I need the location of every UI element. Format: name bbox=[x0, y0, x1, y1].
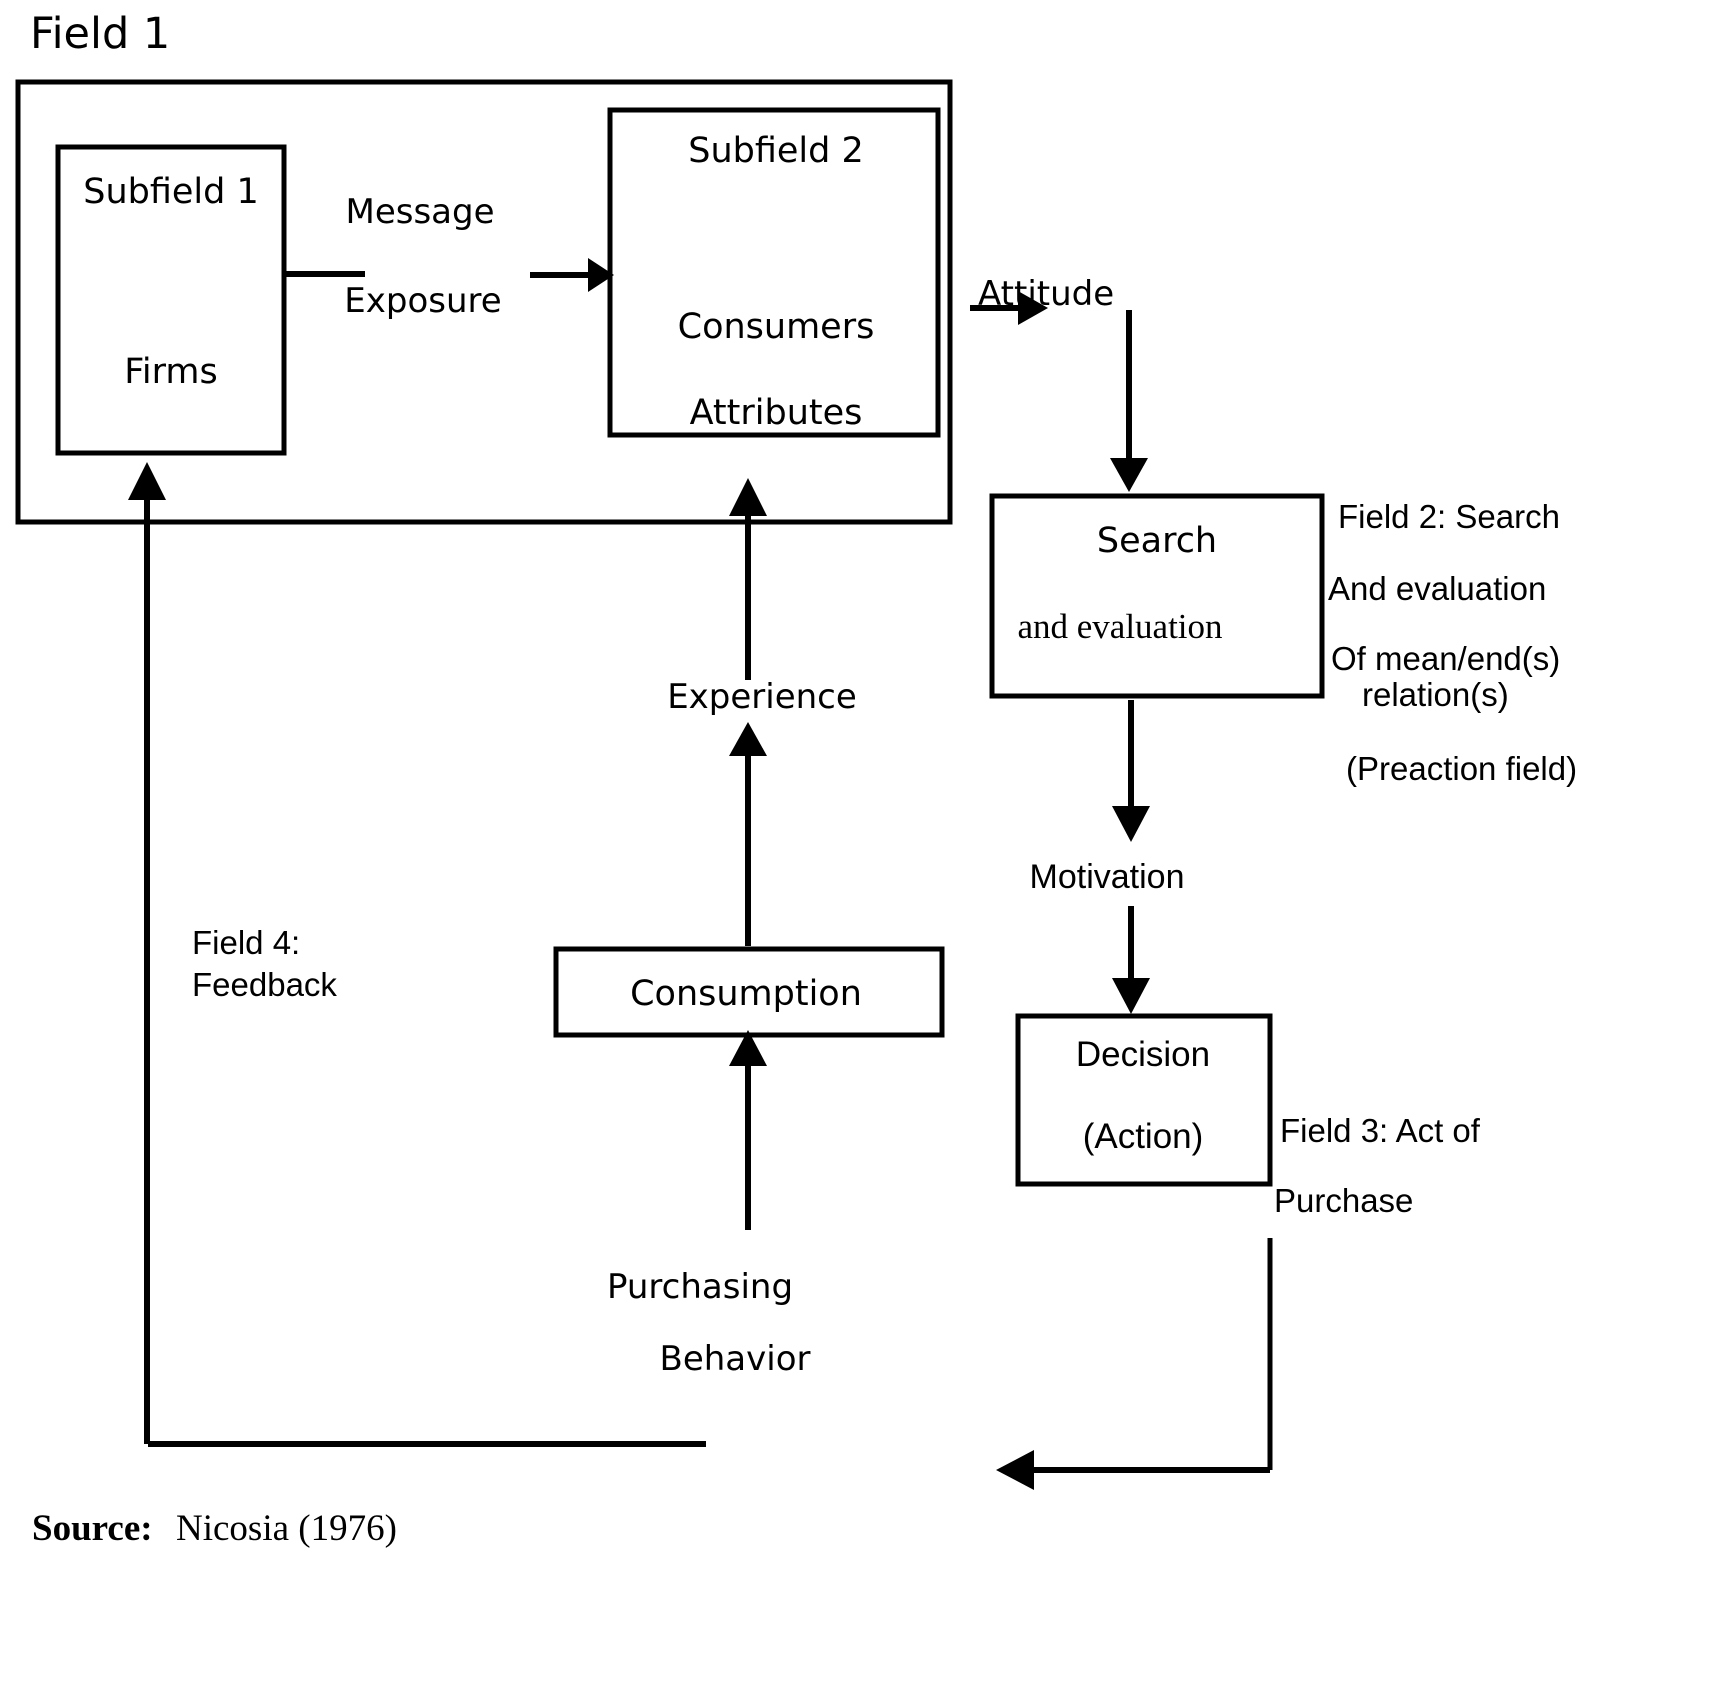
message-label: Message bbox=[345, 192, 494, 232]
source-citation: Nicosia (1976) bbox=[176, 1508, 397, 1549]
subfield1-box bbox=[55, 144, 287, 456]
exposure-label: Exposure bbox=[344, 281, 501, 321]
attitude-arrow-head bbox=[1018, 291, 1048, 325]
subfield2-consumers-label: Consumers bbox=[678, 307, 875, 347]
consumption-to-experience-arrow-head bbox=[729, 722, 767, 756]
page-title: Field 1 bbox=[30, 9, 170, 59]
message-arrow-head bbox=[588, 258, 614, 292]
field3-label-line1: Field 3: Act of bbox=[1280, 1112, 1481, 1149]
decision-box bbox=[1015, 1013, 1273, 1187]
attitude-to-search-arrow-head bbox=[1110, 458, 1148, 492]
field2-label-line1: Field 2: Search bbox=[1338, 498, 1560, 535]
field2-label-line2: And evaluation bbox=[1328, 570, 1546, 607]
decision-box-subtitle: (Action) bbox=[1083, 1117, 1204, 1156]
purchase-loop-arrow-head bbox=[996, 1450, 1034, 1490]
subfield1-title: Subfield 1 bbox=[83, 172, 259, 212]
experience-label: Experience bbox=[667, 677, 857, 717]
field3-label-line2: Purchase bbox=[1274, 1182, 1413, 1219]
experience-to-subfield2-arrow-head bbox=[729, 478, 767, 516]
behavior-label: Behavior bbox=[660, 1339, 811, 1379]
field1-container-box bbox=[15, 79, 953, 525]
field4-label-line1: Field 4: bbox=[192, 924, 300, 961]
search-to-motivation-arrow-head bbox=[1112, 806, 1150, 842]
field4-label-line2: Feedback bbox=[192, 966, 337, 1003]
search-box-subtitle: and evaluation bbox=[1017, 607, 1222, 646]
search-box-title: Search bbox=[1097, 521, 1217, 561]
consumption-box bbox=[553, 946, 945, 1038]
subfield2-title: Subfield 2 bbox=[688, 131, 864, 171]
field2-label-line4: relation(s) bbox=[1362, 676, 1509, 713]
decision-box-title: Decision bbox=[1076, 1035, 1210, 1074]
feedback-arrow-head bbox=[128, 462, 166, 500]
subfield1-firms-label: Firms bbox=[124, 352, 217, 392]
field2-label-preaction: (Preaction field) bbox=[1346, 750, 1577, 787]
purchasing-label: Purchasing bbox=[607, 1267, 793, 1307]
subfield2-attributes-label: Attributes bbox=[690, 393, 863, 433]
motivation-to-decision-arrow-head bbox=[1112, 978, 1150, 1014]
source-prefix: Source: bbox=[32, 1508, 153, 1549]
search-evaluation-box bbox=[989, 493, 1325, 699]
field2-label-line3: Of mean/end(s) bbox=[1331, 640, 1560, 677]
motivation-label: Motivation bbox=[1030, 858, 1185, 896]
behavior-to-consumption-arrow-head bbox=[729, 1030, 767, 1066]
consumption-box-label: Consumption bbox=[630, 974, 862, 1014]
